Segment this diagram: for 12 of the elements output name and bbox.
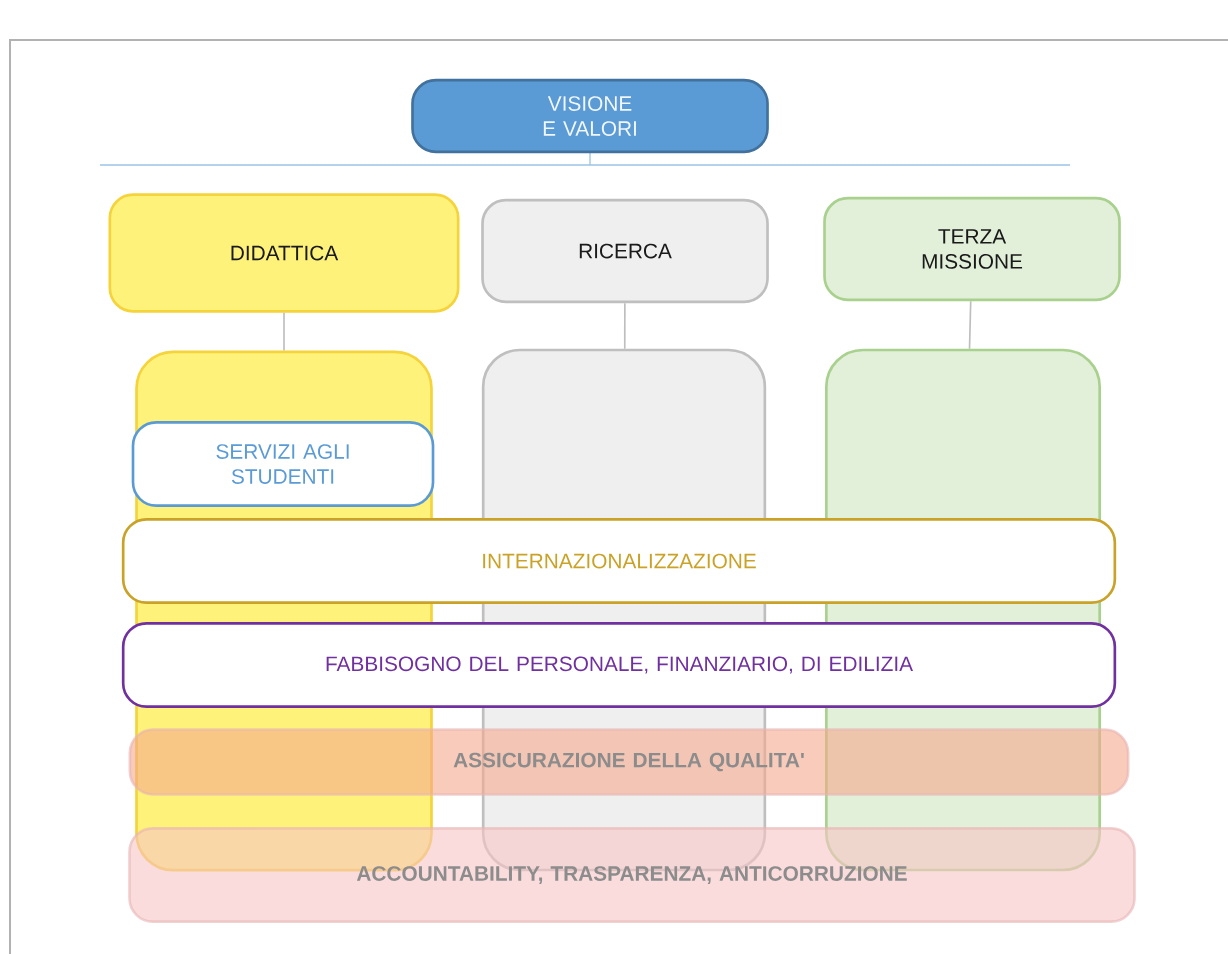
category-box: DIDATTICA	[108, 193, 460, 313]
connector-line	[623, 302, 626, 350]
band-box: ACCOUNTABILITY, TRASPARENZA, ANTICORRUZIONE	[128, 827, 1136, 923]
service-box: SERVIZI AGLI STUDENTI	[131, 421, 435, 507]
title-box: VISIONE E VALORI	[411, 78, 769, 154]
connector-line	[968, 300, 972, 350]
band-box: FABBISOGNO DEL PERSONALE, FINANZIARIO, DI EDILIZIA	[121, 622, 1117, 708]
category-box: TERZA MISSIONE	[823, 196, 1121, 302]
band-box: INTERNAZIONALIZZAZIONE	[121, 518, 1117, 604]
category-box: RICERCA	[481, 198, 769, 304]
connector-line	[283, 311, 285, 352]
band-box: ASSICURAZIONE DELLA QUALITA'	[128, 728, 1130, 796]
